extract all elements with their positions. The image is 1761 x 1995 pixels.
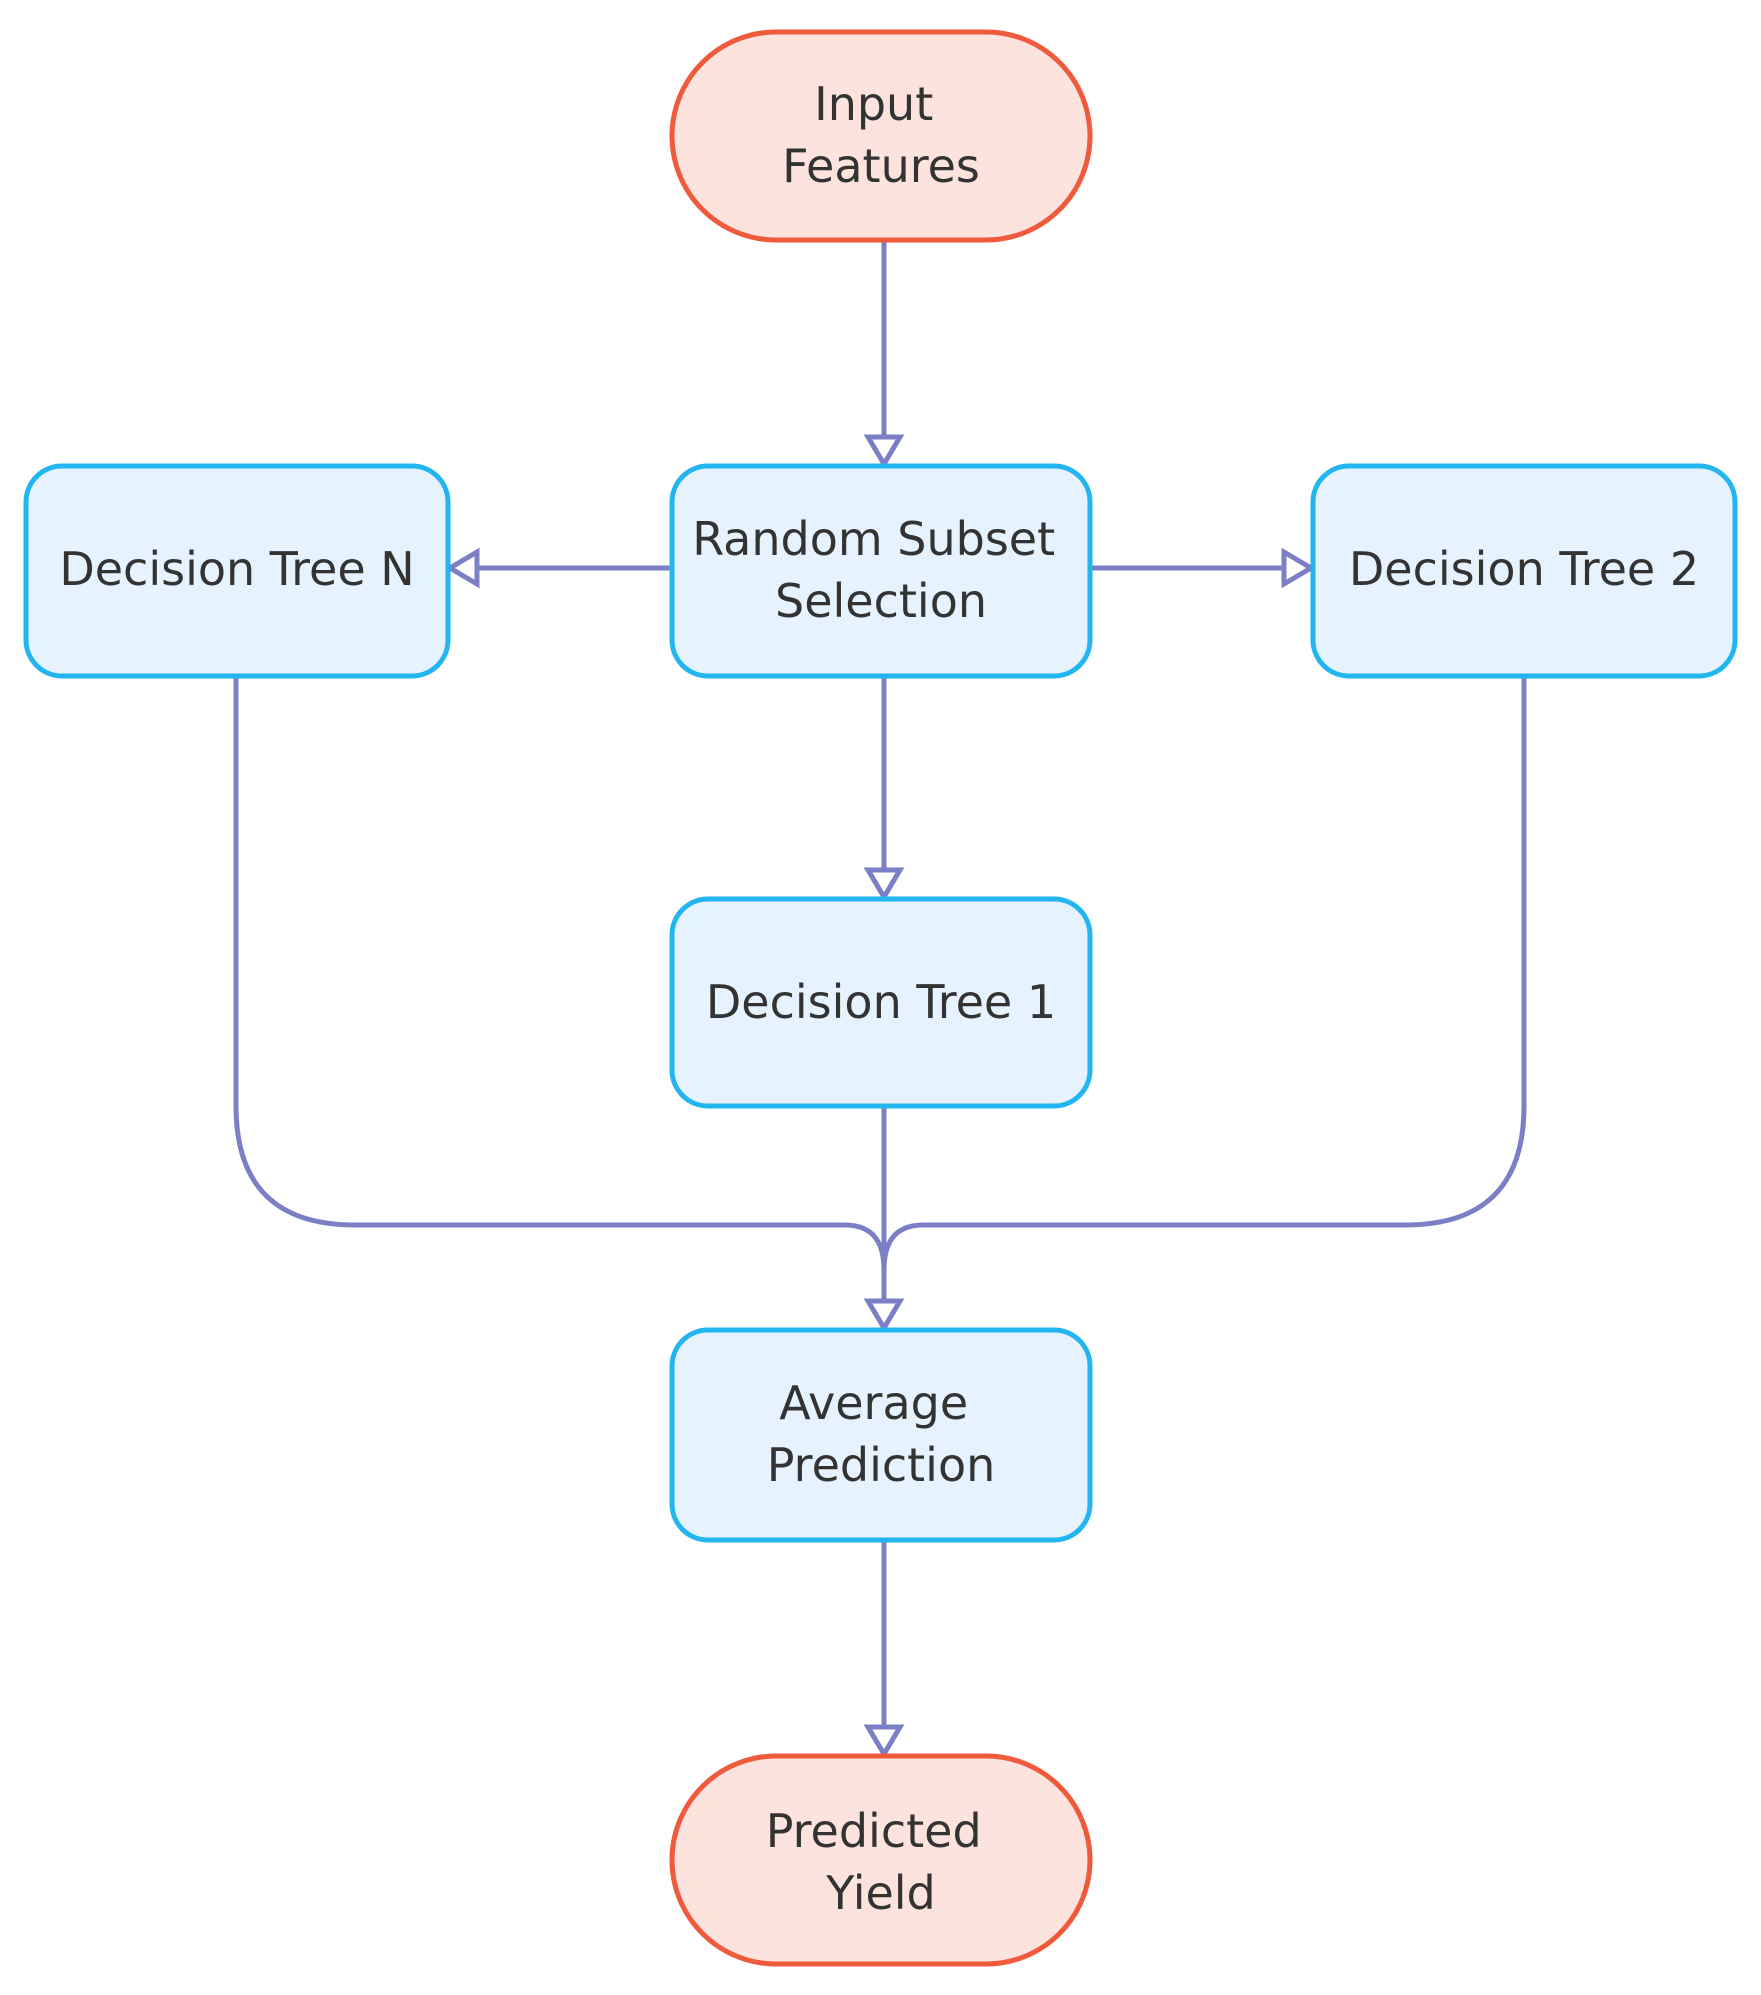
- node-decision-tree-n: Decision Tree N: [23, 463, 451, 679]
- node-label: Input Features: [782, 77, 980, 193]
- arrowhead-tree-1: [863, 867, 905, 902]
- edges: [233, 240, 1527, 1759]
- edge-tree-2-to-average: [881, 676, 1527, 1300]
- node-decision-tree-2: Decision Tree 2: [1310, 463, 1738, 679]
- terminal-shape: [669, 1753, 1093, 1967]
- node-average-prediction: Average Prediction: [669, 1327, 1093, 1543]
- process-shape: [669, 463, 1093, 679]
- arrowhead-average-prediction: [863, 1298, 905, 1333]
- edge-tree-n-to-average: [233, 676, 887, 1300]
- terminal-shape: [669, 29, 1093, 243]
- process-shape: [669, 1327, 1093, 1543]
- node-label: Decision Tree 1: [706, 975, 1056, 1029]
- arrowhead-tree-2: [1281, 547, 1316, 589]
- process-shape: [669, 896, 1093, 1109]
- node-input-features: Input Features: [669, 29, 1093, 243]
- node-label: Average Prediction: [767, 1376, 996, 1492]
- node-random-subset-selection: Random Subset Selection: [669, 463, 1093, 679]
- node-label: Decision Tree N: [59, 542, 414, 596]
- node-decision-tree-1: Decision Tree 1: [669, 896, 1093, 1109]
- node-label: Decision Tree 2: [1349, 542, 1699, 596]
- node-predicted-yield: Predicted Yield: [669, 1753, 1093, 1967]
- arrowhead-tree-n: [445, 547, 480, 589]
- process-shape: [23, 463, 451, 679]
- process-shape: [1310, 463, 1738, 679]
- nodes: Input Features Random Subset Selection D…: [23, 29, 1738, 1967]
- node-label: Predicted Yield: [766, 1804, 997, 1920]
- node-label: Random Subset Selection: [692, 512, 1070, 628]
- arrowhead-random-subset-top: [863, 434, 905, 469]
- arrowhead-predicted-yield: [863, 1724, 905, 1759]
